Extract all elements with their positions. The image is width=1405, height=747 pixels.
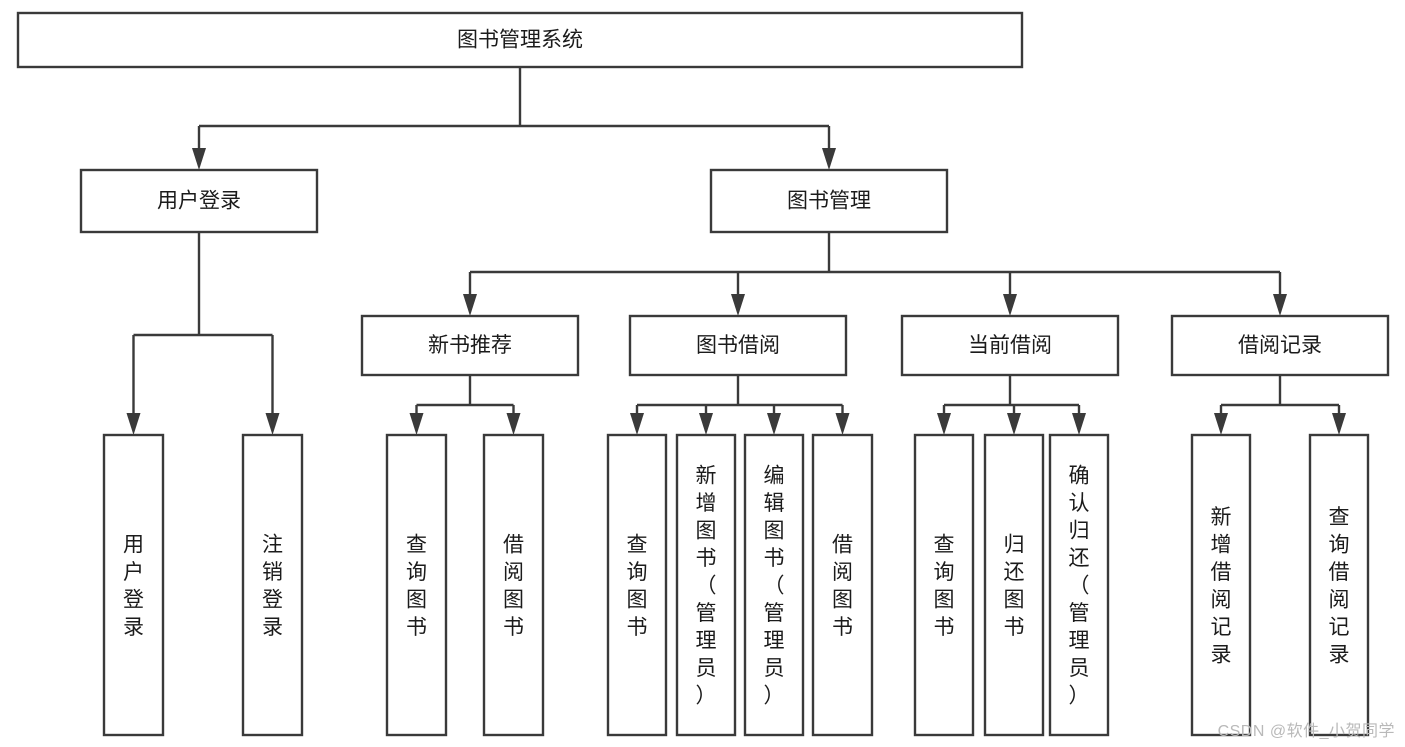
node-label: 借阅图书 xyxy=(832,533,853,639)
node-leaf-新增图书（管理员）[interactable]: 新增图书（管理员） xyxy=(675,433,737,737)
arrow-head-icon xyxy=(409,413,424,435)
node-box[interactable] xyxy=(1308,433,1370,737)
arrow-head-icon xyxy=(835,413,850,435)
node-box[interactable] xyxy=(675,433,737,737)
node-label: 注销登录 xyxy=(262,533,283,639)
node-leaf-确认归还（管理员）[interactable]: 确认归还（管理员） xyxy=(1048,433,1110,737)
node-leaf-新增借阅记录[interactable]: 新增借阅记录 xyxy=(1190,433,1252,737)
node-leaf-查询图书[interactable]: 查询图书 xyxy=(385,433,448,737)
node-box[interactable] xyxy=(360,314,580,377)
node-box[interactable] xyxy=(628,314,848,377)
node-level2-用户登录[interactable]: 用户登录 xyxy=(79,168,319,234)
node-leaf-查询图书[interactable]: 查询图书 xyxy=(913,433,975,737)
node-label: 查询借阅记录 xyxy=(1329,506,1350,667)
node-label: 当前借阅 xyxy=(968,334,1052,357)
node-label: 确认归还（管理员） xyxy=(1069,465,1090,708)
node-label: 查询图书 xyxy=(627,533,648,639)
node-box[interactable] xyxy=(709,168,949,234)
node-box[interactable] xyxy=(983,433,1045,737)
node-box[interactable] xyxy=(1170,314,1390,377)
node-label: 图书管理 xyxy=(787,190,871,213)
node-leaf-用户登录[interactable]: 用户登录 xyxy=(102,433,165,737)
node-label: 查询图书 xyxy=(406,533,427,639)
node-label: 新增图书（管理员） xyxy=(696,465,717,708)
arrow-head-icon xyxy=(192,148,206,170)
node-box[interactable] xyxy=(482,433,545,737)
node-box[interactable] xyxy=(606,433,668,737)
node-label: 新书推荐 xyxy=(428,334,512,357)
arrow-head-icon xyxy=(126,413,141,435)
node-box[interactable] xyxy=(913,433,975,737)
node-box[interactable] xyxy=(900,314,1120,377)
arrow-head-icon xyxy=(463,294,477,316)
node-label: 借阅记录 xyxy=(1238,334,1322,357)
node-leaf-归还图书[interactable]: 归还图书 xyxy=(983,433,1045,737)
connectors-layer xyxy=(126,67,1346,435)
node-leaf-查询借阅记录[interactable]: 查询借阅记录 xyxy=(1308,433,1370,737)
arrow-head-icon xyxy=(1214,413,1228,435)
node-box[interactable] xyxy=(743,433,805,737)
node-box[interactable] xyxy=(79,168,319,234)
node-box[interactable] xyxy=(102,433,165,737)
arrow-head-icon xyxy=(1007,413,1021,435)
nodes-layer: 图书管理系统用户登录图书管理新书推荐图书借阅当前借阅借阅记录用户登录注销登录查询… xyxy=(16,11,1390,737)
node-leaf-注销登录[interactable]: 注销登录 xyxy=(241,433,304,737)
node-level3-当前借阅[interactable]: 当前借阅 xyxy=(900,314,1120,377)
node-box[interactable] xyxy=(241,433,304,737)
node-label: 用户登录 xyxy=(123,533,144,639)
arrow-head-icon xyxy=(265,413,280,435)
node-label: 图书管理系统 xyxy=(457,29,583,52)
arrow-head-icon xyxy=(822,148,836,170)
node-label: 用户登录 xyxy=(157,190,241,213)
node-box[interactable] xyxy=(1190,433,1252,737)
node-leaf-查询图书[interactable]: 查询图书 xyxy=(606,433,668,737)
arrow-head-icon xyxy=(1003,294,1017,316)
node-label: 新增借阅记录 xyxy=(1211,506,1232,667)
node-level3-新书推荐[interactable]: 新书推荐 xyxy=(360,314,580,377)
node-label: 借阅图书 xyxy=(503,533,524,639)
arrow-head-icon xyxy=(1072,413,1086,435)
node-label: 图书借阅 xyxy=(696,334,780,357)
node-box[interactable] xyxy=(1048,433,1110,737)
node-level2-图书管理[interactable]: 图书管理 xyxy=(709,168,949,234)
arrow-head-icon xyxy=(699,413,713,435)
node-label: 归还图书 xyxy=(1004,533,1025,639)
node-root-图书管理系统[interactable]: 图书管理系统 xyxy=(16,11,1024,69)
arrow-head-icon xyxy=(630,413,644,435)
arrow-head-icon xyxy=(1332,413,1346,435)
arrow-head-icon xyxy=(1273,294,1287,316)
node-leaf-借阅图书[interactable]: 借阅图书 xyxy=(482,433,545,737)
node-level3-借阅记录[interactable]: 借阅记录 xyxy=(1170,314,1390,377)
node-label: 编辑图书（管理员） xyxy=(764,465,785,708)
node-box[interactable] xyxy=(16,11,1024,69)
arrow-head-icon xyxy=(506,413,521,435)
node-leaf-编辑图书（管理员）[interactable]: 编辑图书（管理员） xyxy=(743,433,805,737)
arrow-head-icon xyxy=(937,413,951,435)
node-level3-图书借阅[interactable]: 图书借阅 xyxy=(628,314,848,377)
node-leaf-借阅图书[interactable]: 借阅图书 xyxy=(811,433,874,737)
arrow-head-icon xyxy=(731,294,745,316)
arrow-head-icon xyxy=(767,413,781,435)
node-box[interactable] xyxy=(385,433,448,737)
node-box[interactable] xyxy=(811,433,874,737)
csdn-watermark: CSDN @软件_小贺同学 xyxy=(1217,723,1395,740)
node-label: 查询图书 xyxy=(934,533,955,639)
